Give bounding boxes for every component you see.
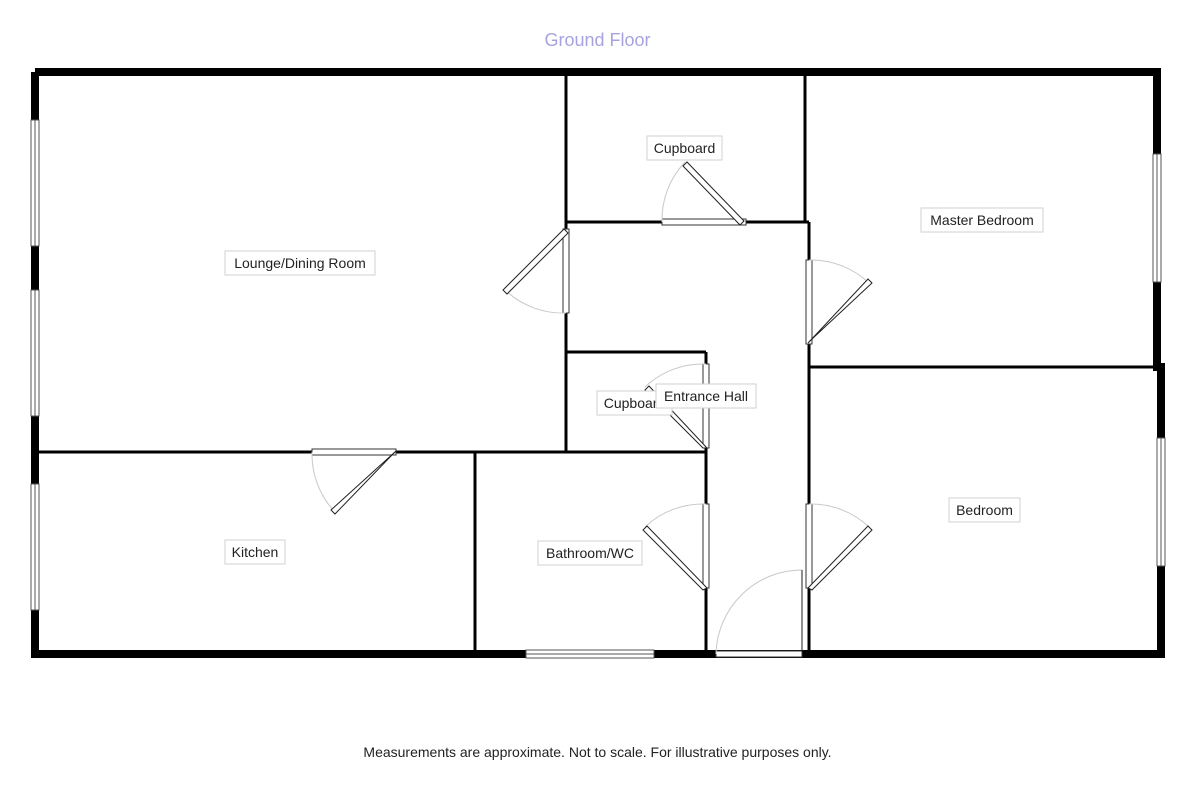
label-lounge: Lounge/Dining Room	[224, 250, 376, 276]
label-cupboard-top: Cupboard	[646, 135, 723, 161]
windows	[30, 119, 1166, 659]
room-label-cupboard-top: Cupboard	[654, 140, 716, 156]
interior-walls	[38, 74, 1157, 654]
label-master-bedroom: Master Bedroom	[920, 207, 1044, 233]
label-entrance-hall: Entrance Hall	[655, 383, 757, 409]
floor-title: Ground Floor	[544, 30, 651, 50]
window-bedroom	[1156, 437, 1166, 567]
room-label-master-bedroom: Master Bedroom	[930, 212, 1033, 228]
disclaimer: Measurements are approximate. Not to sca…	[363, 744, 832, 760]
door-frame-bedroom	[805, 503, 813, 589]
label-kitchen: Kitchen	[224, 539, 286, 565]
room-label-lounge: Lounge/Dining Room	[234, 255, 366, 271]
room-label-entrance-hall: Entrance Hall	[664, 388, 748, 404]
door-frame-master-bedroom	[805, 259, 813, 345]
door-leaf-cupboard-top	[682, 161, 745, 226]
door-frame-bathroom	[702, 503, 710, 589]
door-leaf-bedroom	[807, 525, 873, 591]
exterior-walls	[31, 68, 1165, 658]
room-labels: Lounge/Dining Room Cupboard Master Bedro…	[224, 135, 1044, 566]
door-frames	[311, 218, 813, 658]
door-frame-lounge	[562, 228, 570, 314]
label-bathroom: Bathroom/WC	[537, 540, 643, 566]
door-leaves	[330, 161, 873, 652]
window-master-bedroom	[1152, 153, 1162, 283]
door-swings	[311, 161, 870, 655]
room-label-kitchen: Kitchen	[232, 544, 279, 560]
window-lounge-lower	[30, 289, 40, 417]
door-leaf-lounge	[502, 228, 569, 295]
window-bathroom	[525, 649, 655, 659]
window-lounge-upper	[30, 119, 40, 247]
door-leaf-master-bedroom	[807, 278, 873, 344]
room-label-cupboard-hall: Cupboard	[604, 395, 666, 411]
window-kitchen	[30, 483, 40, 611]
door-leaf-kitchen	[330, 450, 397, 515]
door-frame-kitchen	[311, 448, 397, 456]
label-bedroom: Bedroom	[948, 497, 1021, 523]
room-label-bedroom: Bedroom	[956, 502, 1013, 518]
door-frame-cupboard-top	[661, 218, 747, 226]
door-frame-entrance	[715, 650, 803, 658]
door-leaf-bathroom	[642, 525, 708, 591]
room-label-bathroom: Bathroom/WC	[546, 545, 634, 561]
